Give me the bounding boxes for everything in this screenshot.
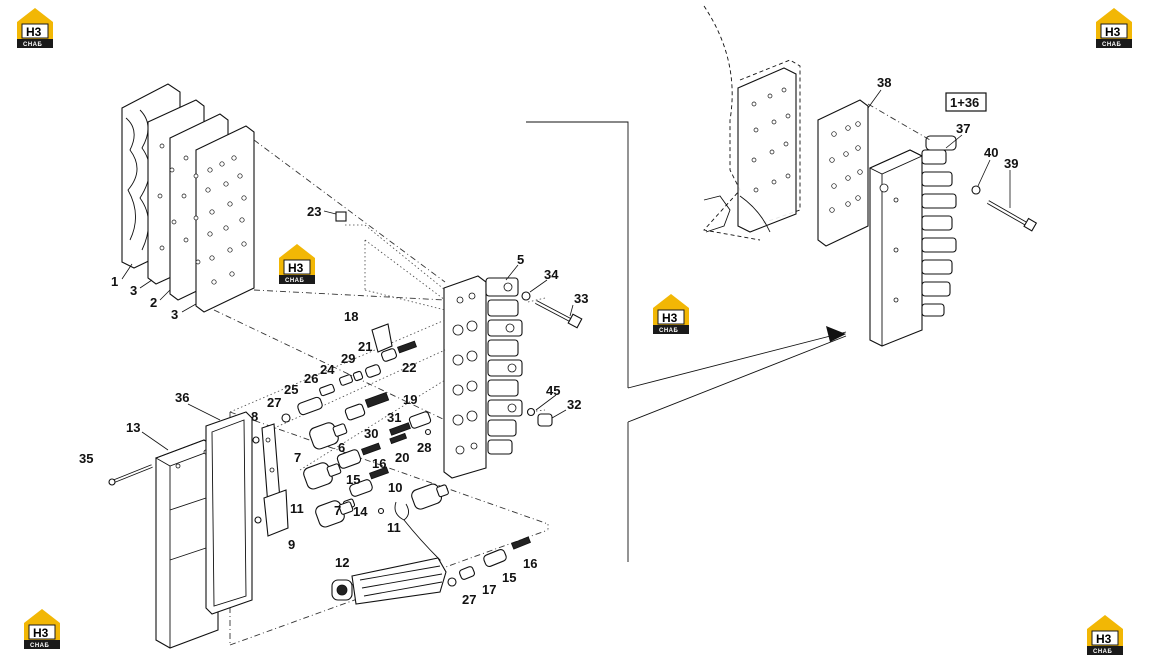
logo-mark: H3 [26, 25, 42, 39]
callout-17: 17 [482, 582, 496, 597]
callout-1: 1 [111, 274, 118, 289]
callout-2: 2 [150, 295, 157, 310]
logo-caption: CHAБ [1093, 649, 1112, 655]
logo-caption: CHAБ [23, 42, 42, 48]
callout-32: 32 [567, 397, 581, 412]
detail-connector [526, 121, 847, 562]
callout-9: 9 [288, 537, 295, 552]
spool-parts [281, 340, 432, 515]
callout-28: 28 [417, 440, 431, 455]
callout-27b: 27 [462, 592, 476, 607]
callout-30: 30 [364, 426, 378, 441]
callout-24: 24 [320, 362, 335, 377]
callout-7b: 7 [334, 503, 341, 518]
callout-31: 31 [387, 410, 401, 425]
gasket-36 [205, 411, 253, 615]
logo-caption: CHAБ [285, 278, 304, 284]
logo-icon-top-right: H3 CHAБ [1095, 7, 1133, 49]
callout-7a: 7 [294, 450, 301, 465]
callout-12: 12 [335, 555, 349, 570]
solenoid-parts [303, 422, 449, 528]
part-45-oring [526, 407, 536, 417]
callout-15b: 15 [502, 570, 516, 585]
part-23 [335, 211, 347, 222]
logo-mark: H3 [1105, 25, 1121, 39]
callout-16b: 16 [523, 556, 537, 571]
callout-numbers: 1 3 2 3 23 5 34 33 18 21 29 22 24 26 25 … [79, 75, 1018, 607]
callout-18: 18 [344, 309, 358, 324]
callout-36: 36 [175, 390, 189, 405]
callout-34: 34 [544, 267, 559, 282]
callout-26: 26 [304, 371, 318, 386]
assembly-box-label: 1+36 [945, 92, 987, 112]
callout-39: 39 [1004, 156, 1018, 171]
assembly-box-text: 1+36 [950, 95, 979, 110]
logo-mark: H3 [1096, 632, 1112, 646]
callout-11a: 11 [290, 501, 304, 516]
logo-mark: H3 [33, 626, 49, 640]
callout-37: 37 [956, 121, 970, 136]
callout-leaders [121, 89, 1011, 451]
logo-icon-center: H3 CHAБ [652, 293, 690, 335]
callout-3b: 3 [171, 307, 178, 322]
lower-spool-group [447, 536, 531, 587]
callout-33: 33 [574, 291, 588, 306]
cover-13 [154, 439, 220, 649]
callout-14: 14 [353, 504, 368, 519]
callout-8: 8 [251, 409, 258, 424]
callout-3a: 3 [130, 283, 137, 298]
callout-29: 29 [341, 351, 355, 366]
callout-21: 21 [358, 339, 372, 354]
part-32-plug [537, 413, 553, 427]
callout-20: 20 [395, 450, 409, 465]
part-18 [371, 323, 393, 353]
callout-19: 19 [403, 392, 417, 407]
installed-view [703, 5, 1038, 347]
logo-icon-bottom-right: H3 CHAБ [1086, 614, 1124, 656]
logo-mark: H3 [662, 311, 678, 325]
logo-caption: CHAБ [659, 328, 678, 334]
callout-45: 45 [546, 383, 560, 398]
logo-icon-bottom-left: H3 CHAБ [23, 608, 61, 650]
callout-15a: 15 [346, 472, 360, 487]
callout-5: 5 [517, 252, 524, 267]
callout-16a: 16 [372, 456, 386, 471]
callout-10: 10 [388, 480, 402, 495]
logo-caption: CHAБ [30, 643, 49, 649]
callout-22: 22 [402, 360, 416, 375]
logo-icon-top-left: H3 CHAБ [16, 7, 54, 49]
logo-caption: CHAБ [1102, 42, 1121, 48]
plate-stack [121, 83, 446, 421]
callout-40: 40 [984, 145, 998, 160]
callout-25: 25 [284, 382, 298, 397]
callout-13: 13 [126, 420, 140, 435]
logo-mark: H3 [288, 261, 304, 275]
logo-icon-center-left: H3 CHAБ [278, 243, 316, 285]
bracket-8-9 [252, 423, 289, 537]
part-35-bolt [108, 464, 153, 486]
part-33-bolt [535, 300, 583, 329]
callout-35: 35 [79, 451, 93, 466]
callout-27a: 27 [267, 395, 281, 410]
callout-38: 38 [877, 75, 891, 90]
wiring-harness-12 [331, 519, 447, 605]
valve-body [443, 275, 523, 479]
callout-11b: 11 [387, 520, 401, 535]
part-34-oring [521, 291, 531, 301]
callout-23: 23 [307, 204, 321, 219]
callout-6: 6 [338, 440, 345, 455]
